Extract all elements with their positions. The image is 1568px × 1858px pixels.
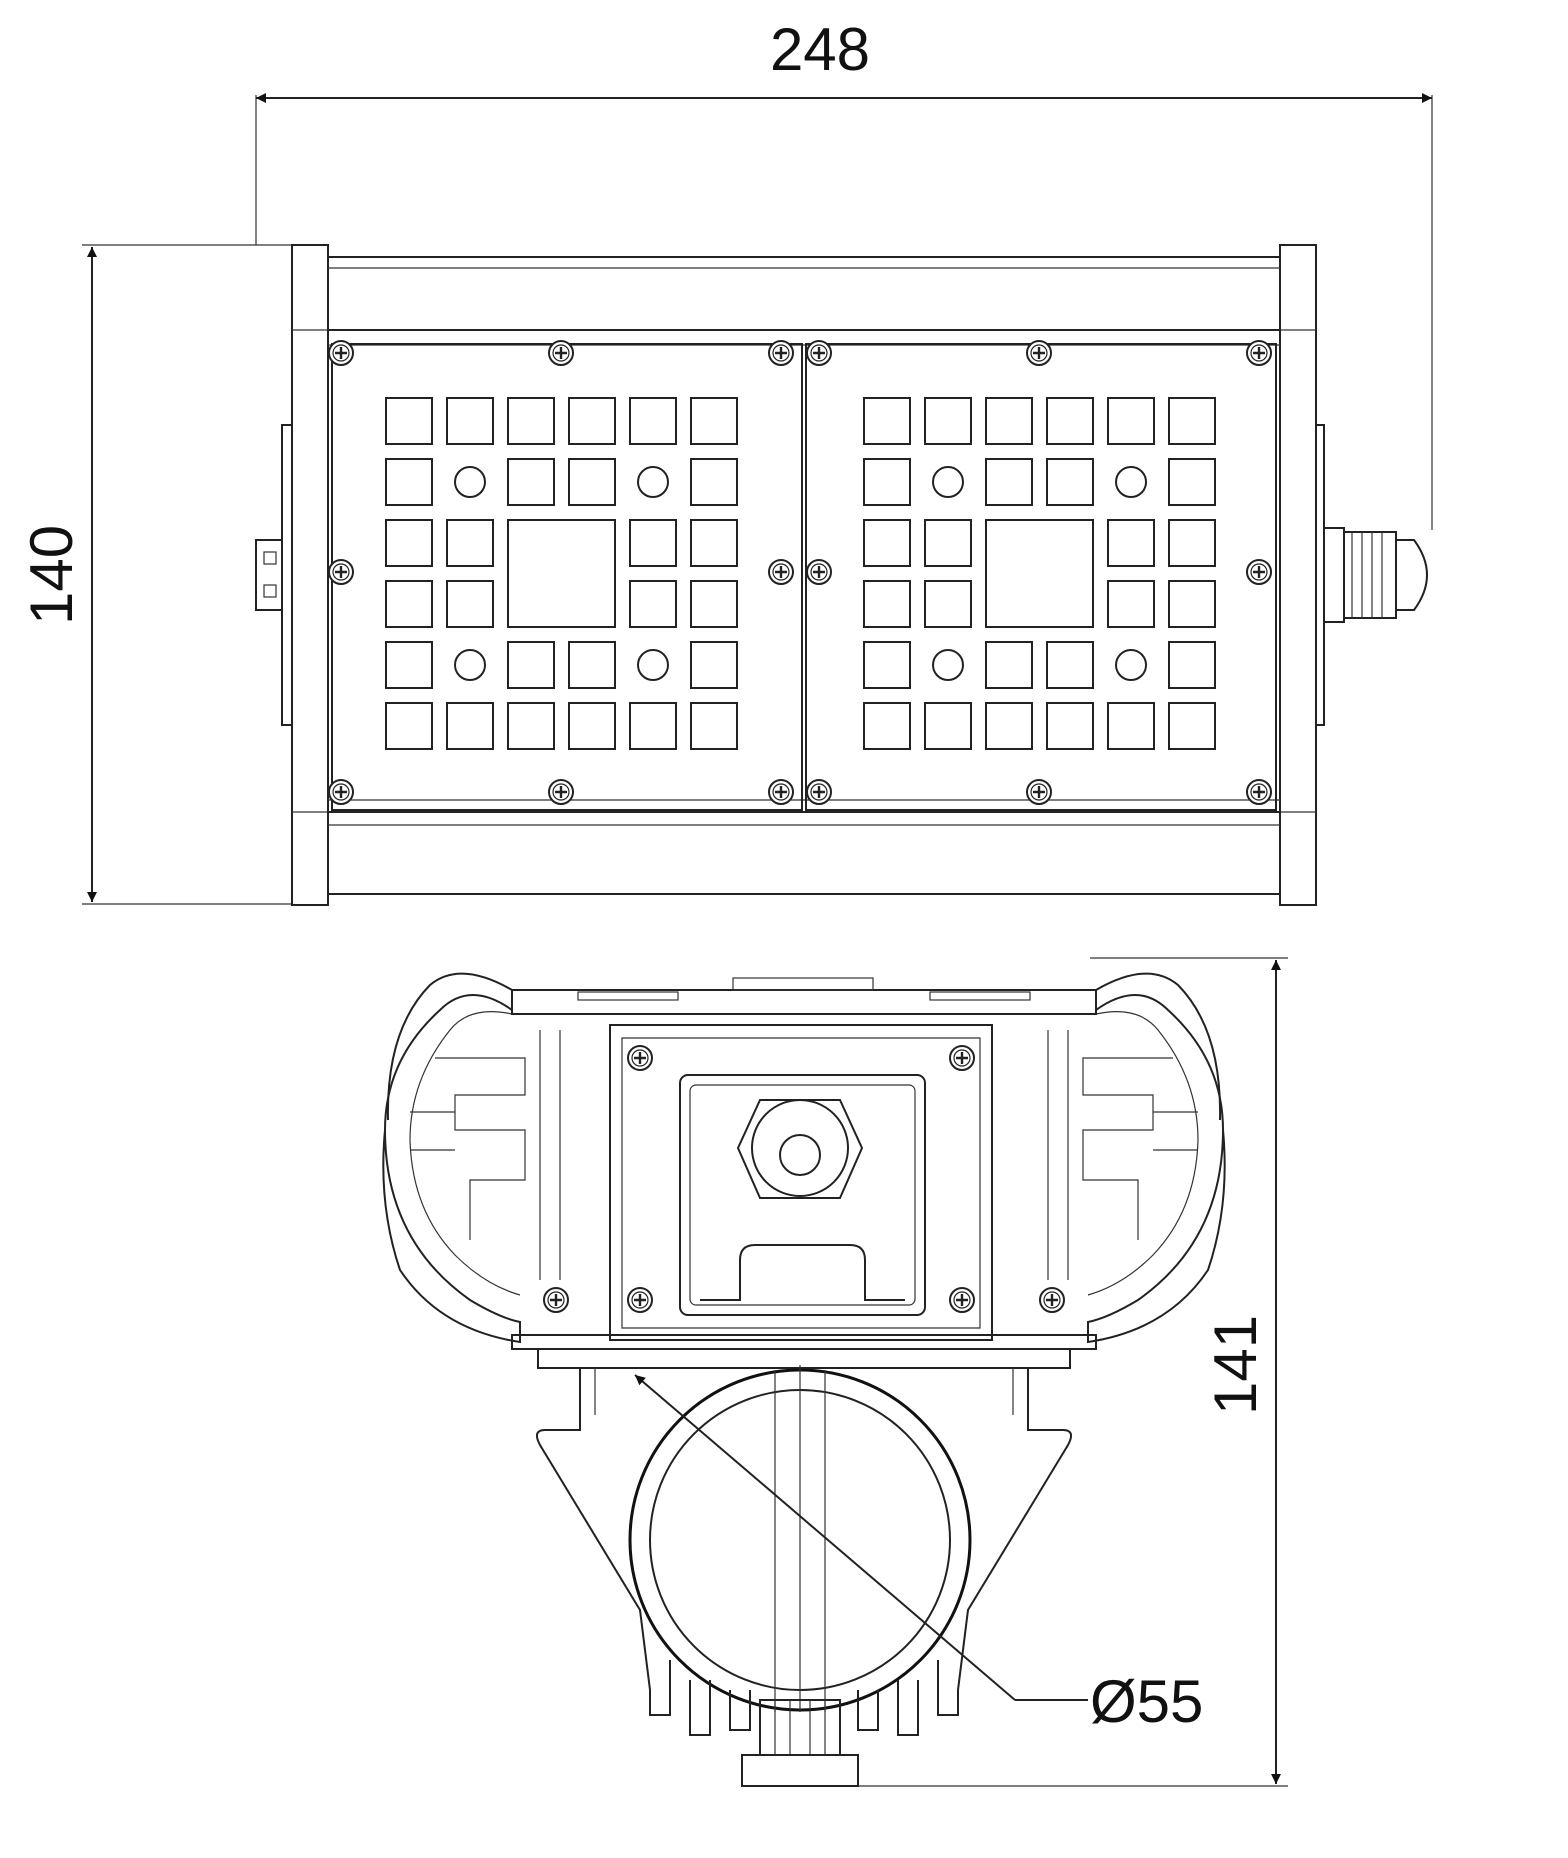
dimension-width: 248 [255,16,1433,530]
housing [255,244,1325,906]
front-view: 248 140 [18,16,1433,906]
dimension-height-label: 140 [18,525,85,625]
led-module-1 [327,339,803,811]
led-module-2 [805,341,1277,811]
dimension-width-label: 248 [770,16,870,83]
cable-gland [1323,527,1428,623]
housing-profile [382,972,1226,1369]
side-view: 141 [382,957,1288,1787]
pole-bracket [535,1365,1073,1787]
dimension-height: 140 [18,244,292,905]
dimension-diameter: Ø55 [634,1374,1203,1735]
dimension-diameter-label: Ø55 [1090,1668,1203,1735]
dimension-side-height-label: 141 [1202,1315,1269,1415]
dimension-side-height: 141 [850,957,1288,1787]
